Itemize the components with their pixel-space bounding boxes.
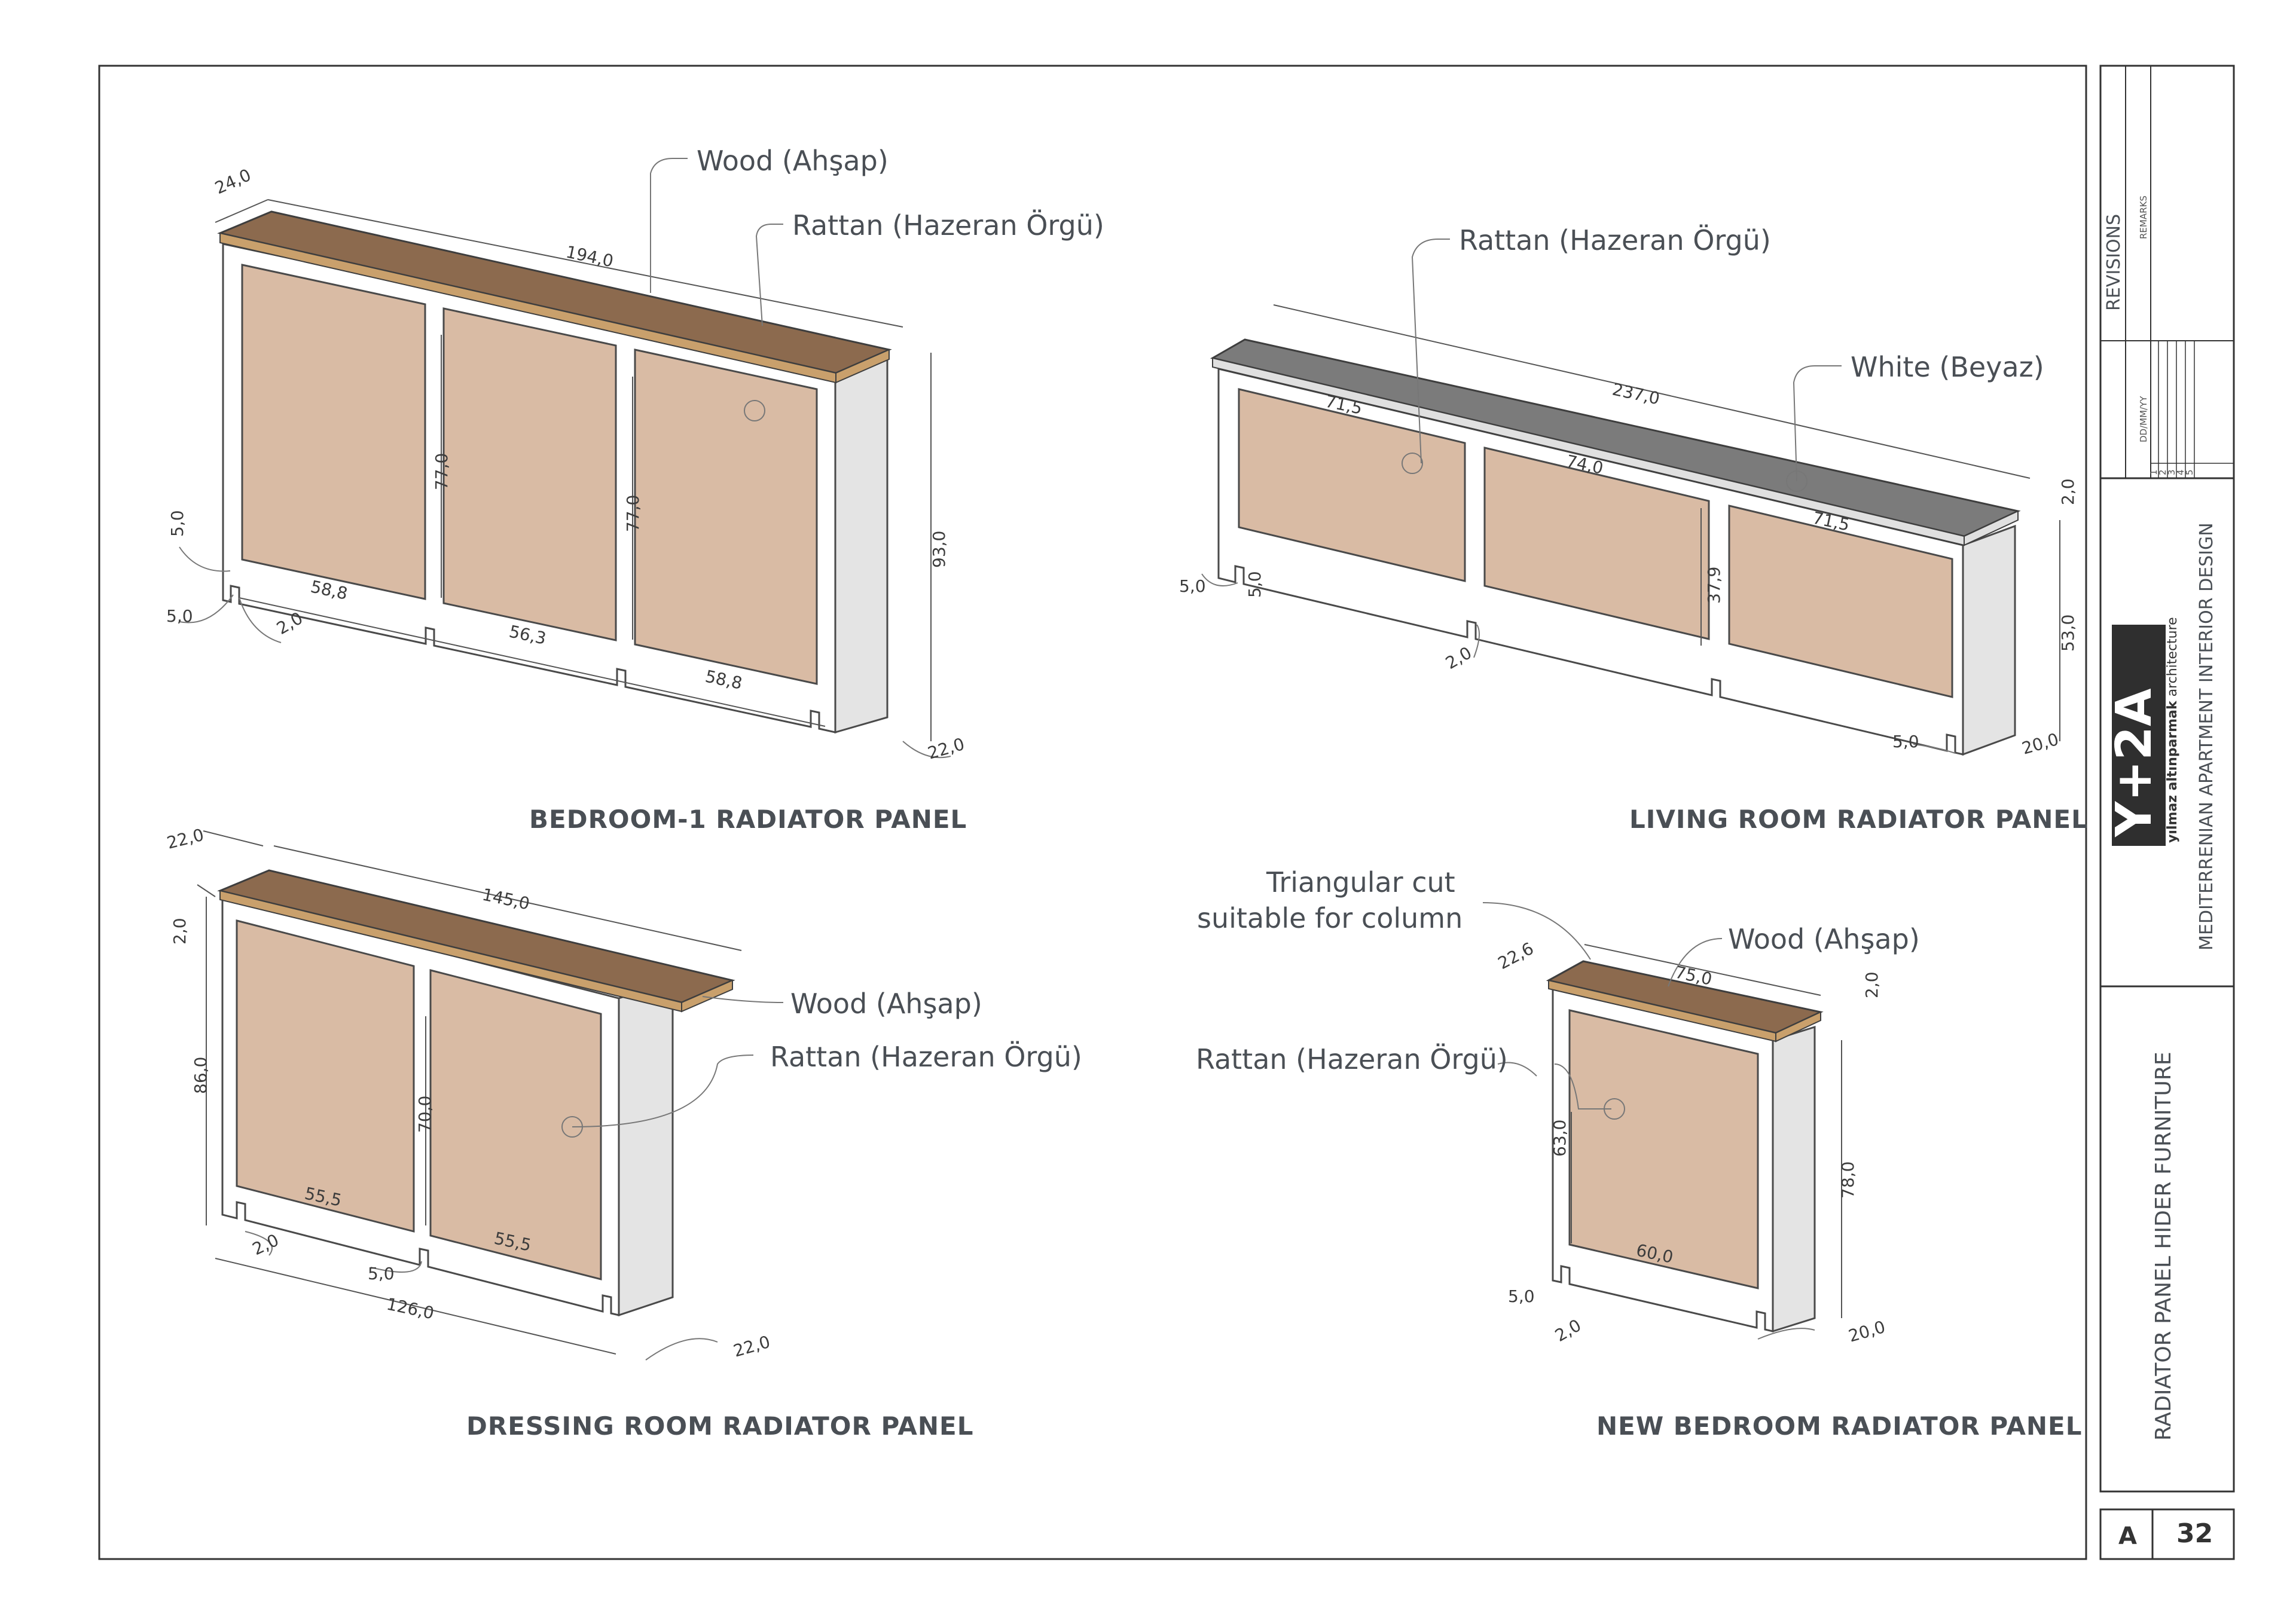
dressing-top-dim: 2,0 (170, 918, 190, 945)
sheet-number: 32 (2176, 1518, 2213, 1549)
dressing-rattan-callout: Rattan (Hazeran Örgü) (770, 1041, 1082, 1073)
dressing-title: DRESSING ROOM RADIATOR PANEL (466, 1411, 973, 1441)
revision-row-4: 4 (2175, 469, 2186, 475)
living-frame2-dim: 5,0 (1245, 571, 1265, 598)
newbedroom-frame-dim: 5,0 (1508, 1286, 1535, 1306)
revision-row-3: 3 (2166, 469, 2177, 475)
bedroom1-title: BEDROOM-1 RADIATOR PANEL (529, 805, 967, 834)
bedroom1-rattan-callout: Rattan (Hazeran Örgü) (792, 209, 1104, 242)
living-rattan-callout: Rattan (Hazeran Örgü) (1459, 224, 1771, 256)
newbedroom-side-dim: 20,0 (1846, 1317, 1888, 1346)
dressing-side-dim: 22,0 (731, 1332, 773, 1361)
project-name: MEDITERRENIAN APARTMENT INTERIOR DESIGN (2196, 522, 2217, 950)
living-side-dim: 20,0 (2020, 729, 2061, 759)
company-name: yılmaz altınparmak architecture (2165, 617, 2180, 843)
dressing-base-dim: 126,0 (385, 1294, 436, 1324)
revisions-label: REVISIONS (2103, 214, 2124, 311)
newbedroom-triangular-callout-2: suitable for column (1197, 902, 1463, 934)
bedroom1-depth-dim: 24,0 (212, 165, 254, 198)
revision-row-5: 5 (2184, 469, 2195, 475)
bedroom1-frame2-dim: 5,0 (166, 606, 193, 626)
living-panel-height-dim: 37,9 (1704, 567, 1724, 604)
sheet-title: RADIATOR PANEL HIDER FURNITURE (2151, 1052, 2176, 1441)
living-white-callout: White (Beyaz) (1851, 351, 2044, 383)
newbedroom-panel-height-dim: 63,0 (1550, 1120, 1570, 1157)
bedroom1-drawing: 24,0 194,0 93,0 77,0 77,0 58,8 56,3 58,8… (166, 145, 1104, 834)
newbedroom-depth-dim: 22,6 (1495, 939, 1537, 973)
living-title: LIVING ROOM RADIATOR PANEL (1629, 805, 2088, 834)
revision-row-1: 1 (2148, 469, 2159, 475)
revision-row-2: 2 (2157, 469, 2168, 475)
dressing-height-dim: 86,0 (191, 1057, 210, 1094)
dressing-length-dim: 145,0 (481, 885, 532, 914)
newbedroom-leg-dim: 2,0 (1552, 1315, 1584, 1346)
dressing-frame-dim: 5,0 (368, 1264, 395, 1283)
remarks-label: REMARKS (2138, 195, 2149, 239)
living-length-dim: 237,0 (1611, 380, 1662, 409)
drawing-border (98, 65, 2087, 1560)
dressing-depth-dim: 22,0 (165, 825, 206, 853)
living-top-dim: 2,0 (2058, 478, 2078, 505)
living-leg-dim: 2,0 (1442, 643, 1475, 673)
living-frame-dim: 5,0 (1179, 576, 1206, 596)
newbedroom-wood-callout: Wood (Ahşap) (1728, 923, 1920, 955)
bedroom1-panel-height-2-dim: 77,0 (623, 495, 643, 532)
date-format-label: DD/MM/YY (2138, 396, 2149, 442)
newbedroom-title: NEW BEDROOM RADIATOR PANEL (1596, 1411, 2082, 1441)
title-block: REVISIONS REMARKS DD/MM/YY 1 2 3 4 5 Y+2… (2100, 66, 2234, 1559)
title-block-border (2099, 65, 2235, 1493)
bedroom1-panel-height-1-dim: 77,0 (432, 453, 451, 490)
sheet-number-box (2099, 1508, 2235, 1560)
newbedroom-triangular-callout-1: Triangular cut (1266, 866, 1455, 898)
living-frame3-dim: 5,0 (1892, 732, 1919, 751)
company-logo-text: Y+2A (2106, 688, 2163, 838)
dressing-wood-callout: Wood (Ahşap) (790, 988, 982, 1020)
living-height-dim: 53,0 (2058, 615, 2078, 652)
bedroom1-frame-dim: 5,0 (167, 510, 187, 537)
dressing-panel-height-dim: 70,0 (415, 1096, 435, 1133)
bedroom1-side-dim: 22,0 (926, 734, 967, 763)
bedroom1-height-dim: 93,0 (929, 531, 949, 568)
newbedroom-top-dim: 2,0 (1862, 971, 1882, 998)
bedroom1-length-dim: 194,0 (564, 242, 615, 271)
bedroom1-wood-callout: Wood (Ahşap) (697, 145, 889, 177)
company-logo (2112, 625, 2166, 846)
newbedroom-rattan-callout: Rattan (Hazeran Örgü) (1196, 1043, 1508, 1075)
newbedroom-height-dim: 78,0 (1838, 1162, 1858, 1199)
sheet-letter: A (2118, 1523, 2137, 1550)
dressing-room-drawing: 22,0 145,0 2,0 86,0 70,0 55,5 55,5 2,0 5… (165, 825, 1082, 1441)
living-room-drawing: 237,0 71,5 74,0 71,5 37,9 53,0 2,0 5,0 5… (1179, 224, 2088, 834)
new-bedroom-drawing: 22,6 75,0 2,0 63,0 78,0 60,0 5,0 2,0 20,… (1196, 866, 2082, 1441)
